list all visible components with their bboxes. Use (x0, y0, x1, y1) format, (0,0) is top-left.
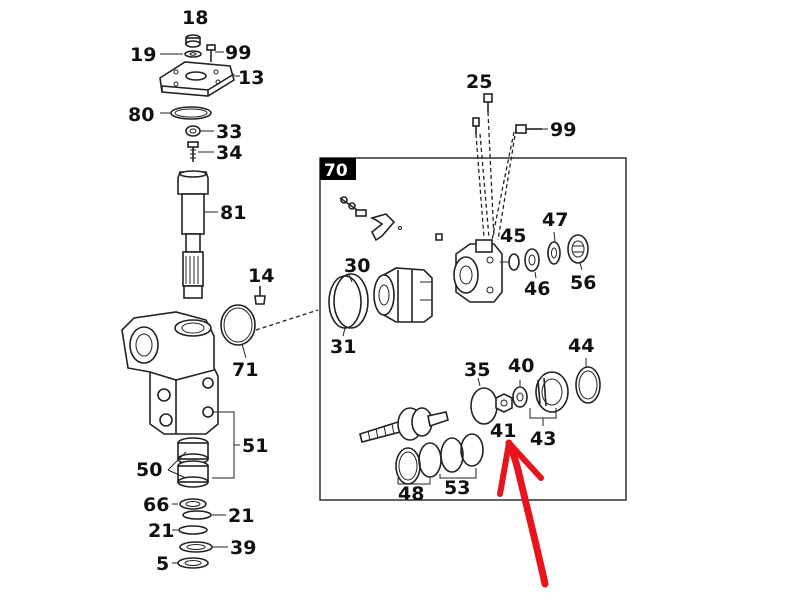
label-47: 47 (542, 209, 568, 231)
part-45-46-47-56-seals (508, 231, 589, 279)
label-14: 14 (248, 265, 274, 287)
part-13-cover-plate (159, 61, 240, 97)
label-21-upper: 21 (228, 505, 254, 527)
part-50-leaders (167, 451, 187, 479)
label-34: 34 (216, 142, 242, 164)
label-53: 53 (444, 477, 470, 499)
worm-shaft (359, 407, 449, 443)
label-56: 56 (570, 272, 596, 294)
label-35: 35 (464, 359, 490, 381)
part-48-53-rings (395, 433, 484, 485)
part-80-o-ring (160, 106, 212, 120)
label-25: 25 (466, 71, 492, 93)
label-31: 31 (330, 336, 356, 358)
steering-shaft-assembly (121, 34, 319, 569)
part-44-ring (575, 358, 601, 404)
part-labels: 18 19 99 13 80 33 34 81 14 71 51 50 66 2… (128, 7, 596, 575)
label-19: 19 (130, 44, 156, 66)
label-30: 30 (344, 255, 370, 277)
label-39: 39 (230, 537, 256, 559)
annotation-arrow (497, 439, 549, 588)
label-99-right: 99 (550, 119, 576, 141)
label-13: 13 (238, 67, 264, 89)
label-5: 5 (156, 553, 169, 575)
part-34-screw (187, 141, 214, 162)
lower-seal-stack (172, 498, 228, 569)
gear-housing (121, 311, 219, 435)
part-35-ring (470, 377, 498, 425)
part-30-31-rings (328, 273, 369, 337)
label-71: 71 (232, 359, 258, 381)
part-25-bolt (472, 93, 495, 239)
small-fittings (339, 196, 443, 242)
part-99-bolt-right (491, 124, 548, 241)
label-81: 81 (220, 202, 246, 224)
label-48: 48 (398, 483, 424, 505)
group-tag-70: 70 (324, 161, 348, 181)
label-46: 46 (524, 278, 550, 300)
label-18: 18 (182, 7, 208, 29)
part-40-bearing (512, 380, 528, 408)
valve-housing (453, 239, 508, 303)
control-valve-body (373, 267, 433, 323)
label-43: 43 (530, 428, 556, 450)
label-50: 50 (136, 459, 162, 481)
label-45: 45 (500, 225, 526, 247)
part-14-bleeder (254, 286, 266, 305)
part-43-piston (529, 371, 569, 426)
part-18-nut (185, 34, 201, 48)
part-19-washer (160, 50, 202, 58)
label-99-left: 99 (225, 42, 251, 64)
part-33-seal (185, 125, 214, 137)
part-71-o-ring (220, 304, 256, 359)
label-21-lower: 21 (148, 520, 174, 542)
label-41: 41 (490, 420, 516, 442)
label-80: 80 (128, 104, 154, 126)
label-44: 44 (568, 335, 594, 357)
label-33: 33 (216, 121, 242, 143)
label-66: 66 (143, 494, 169, 516)
group-70-box (319, 157, 627, 501)
part-41-nut (495, 393, 513, 413)
part-99-bolt-left (206, 44, 224, 62)
label-51: 51 (242, 435, 268, 457)
connector-dash (255, 309, 319, 331)
label-40: 40 (508, 355, 534, 377)
part-81-sector-shaft (177, 170, 218, 299)
